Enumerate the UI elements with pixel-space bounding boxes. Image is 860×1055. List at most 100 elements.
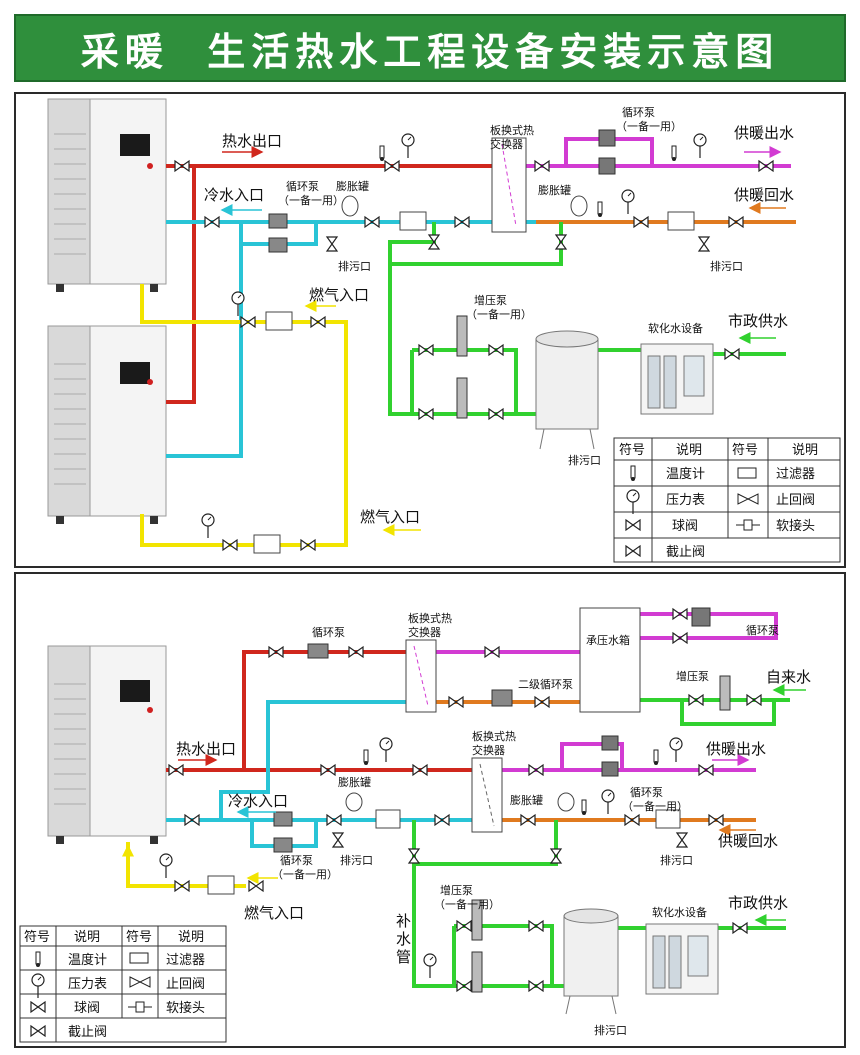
valve-icon	[248, 880, 264, 892]
filter-icon	[655, 809, 681, 829]
valve-icon	[672, 632, 688, 644]
drain-label: 排污口	[340, 853, 373, 867]
flexible-joint-icon	[736, 519, 760, 531]
circulation-pump-icon	[598, 129, 616, 175]
check-valve-icon	[129, 976, 151, 988]
valve-icon	[746, 694, 762, 706]
makeup-pipe-label-2: 水	[396, 930, 411, 948]
booster-pump-label-bottom: 增压泵	[440, 883, 473, 897]
drain-label-right: 排污口	[660, 853, 693, 867]
filter-icon	[667, 211, 695, 231]
heating-return-label: 供暖回水	[734, 186, 794, 204]
filter-icon	[253, 534, 281, 554]
gas-pipe	[140, 284, 348, 547]
legend-ball-valve: 球阀	[74, 1001, 100, 1016]
valve-icon	[520, 814, 536, 826]
hot-water-outlet-label: 热水出口	[222, 132, 282, 150]
valve-icon	[168, 764, 184, 776]
valve-icon	[484, 646, 500, 658]
filter-icon	[375, 809, 401, 829]
valve-icon	[624, 814, 640, 826]
pressure-gauge-icon	[401, 133, 415, 159]
booster-pump-icon	[456, 315, 468, 419]
pressure-gauge-icon	[423, 953, 437, 979]
valve-icon	[310, 316, 326, 328]
valve-icon	[728, 216, 744, 228]
thermometer-icon	[630, 465, 636, 482]
valve-icon	[724, 348, 740, 360]
bottom-diagram: 循环泵 板换式热 交换器 承压水箱 循环泵 二级循环泵 增压泵 自来水 热水出口…	[19, 607, 811, 1043]
legend-header-symbol: 符号	[619, 442, 645, 458]
circulation-pump-label: 循环泵	[286, 180, 319, 193]
valve-icon	[528, 980, 544, 992]
pressure-water-tank	[579, 607, 641, 713]
pressure-gauge-icon	[201, 513, 215, 539]
valve-icon	[534, 160, 550, 172]
thermometer-icon	[379, 145, 385, 162]
heating-outlet-label: 供暖出水	[706, 740, 766, 758]
valve-icon	[174, 160, 190, 172]
valve-icon	[418, 344, 434, 356]
legend-header-desc-2: 说明	[178, 930, 204, 945]
valve-icon	[633, 216, 649, 228]
page-title: 采暖 生活热水工程设备安装示意图	[80, 29, 780, 74]
softener-label: 软化水设备	[652, 905, 707, 919]
legend-header-symbol: 符号	[24, 929, 50, 945]
hot-water-outlet-label: 热水出口	[176, 740, 236, 758]
boiler-unit-2	[47, 325, 167, 524]
pressure-gauge-icon	[379, 737, 393, 763]
expansion-tank-icon	[557, 792, 575, 812]
thermometer-icon	[671, 145, 677, 162]
tank-drain-label: 排污口	[594, 1023, 627, 1037]
bottom-diagram-panel: 循环泵 板换式热 交换器 承压水箱 循环泵 二级循环泵 增压泵 自来水 热水出口…	[14, 572, 846, 1048]
heating-return-label: 供暖回水	[718, 832, 778, 850]
legend-thermometer: 温度计	[666, 466, 705, 482]
top-diagram-panel: 热水出口 冷水入口 循环泵 （一备一用） 膨胀罐 排污口 燃气入口 板换式热 交…	[14, 92, 846, 568]
valve-icon	[534, 696, 550, 708]
valve-icon	[222, 539, 238, 551]
circulation-pump-icon	[273, 607, 711, 853]
booster-pump-label: 增压泵	[676, 669, 709, 683]
valve-icon	[326, 236, 338, 252]
filter-icon	[737, 467, 757, 479]
filter-icon	[129, 952, 149, 964]
legend-stop-valve: 截止阀	[666, 545, 705, 560]
expansion-tank-icon	[341, 195, 359, 217]
legend-pressure-gauge: 压力表	[666, 493, 705, 508]
legend-header-symbol-2: 符号	[126, 929, 152, 945]
plate-heat-exchanger-label: 板换式热	[490, 123, 534, 137]
legend-thermometer: 温度计	[68, 952, 107, 968]
thermometer-icon	[653, 749, 659, 766]
valve-icon	[550, 848, 562, 864]
boiler-unit	[47, 645, 167, 844]
filter-icon	[207, 875, 235, 895]
secondary-pump-label: 二级循环泵	[518, 678, 573, 691]
expansion-tank-label: 膨胀罐	[336, 179, 369, 193]
plate-heat-exchanger-label-b2: 交换器	[472, 743, 505, 757]
drain-label: 排污口	[338, 259, 371, 273]
valve-icon	[240, 316, 256, 328]
legend-header-symbol-2: 符号	[732, 442, 758, 458]
expansion-tank-label: 膨胀罐	[338, 775, 371, 789]
pressure-gauge-icon	[601, 789, 615, 815]
legend-pressure-gauge: 压力表	[68, 977, 107, 992]
circulation-pump-label-heating: 循环泵	[630, 786, 663, 799]
valve-icon	[528, 920, 544, 932]
boiler-unit-1	[47, 98, 167, 292]
booster-pump-icon	[471, 675, 731, 993]
valve-icon	[676, 832, 688, 848]
legend-header-desc: 说明	[676, 443, 702, 458]
valve-icon	[384, 160, 400, 172]
drain-label-right: 排污口	[710, 259, 743, 273]
valve-icon	[708, 814, 724, 826]
valve-icon	[488, 408, 504, 420]
valve-icon	[456, 920, 472, 932]
valve-icon	[454, 216, 470, 228]
plate-heat-exchanger-label-b: 板换式热	[472, 729, 516, 743]
filter-icon	[399, 211, 427, 231]
tap-water-label: 自来水	[766, 668, 811, 686]
valve-icon	[758, 160, 774, 172]
water-softener	[640, 343, 714, 415]
pressure-gauge-icon	[669, 737, 683, 763]
one-standby-label-bottom: （一备一用）	[272, 867, 338, 881]
